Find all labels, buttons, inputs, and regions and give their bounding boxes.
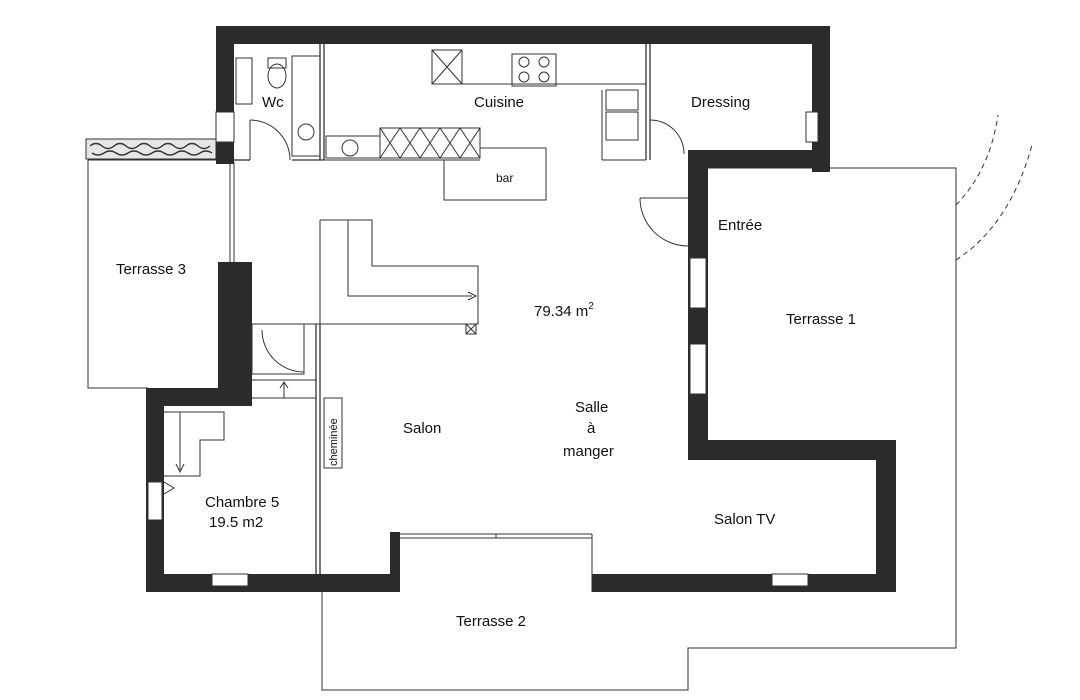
cooktop-icon [511, 53, 557, 87]
cabinet-cross-icon [431, 49, 463, 85]
doors [163, 119, 689, 495]
terrace-outlines [85, 114, 1033, 691]
label-cuisine: Cuisine [474, 94, 524, 111]
stairs [164, 219, 479, 477]
label-wc: Wc [262, 94, 284, 111]
label-main-area: 79.34 m2 [534, 301, 594, 320]
label-main-area-sup: 2 [588, 301, 594, 312]
label-salle-2: à [587, 420, 596, 437]
label-dressing: Dressing [691, 94, 750, 111]
label-salle-3: manger [563, 443, 614, 460]
label-cheminee: cheminée [328, 418, 340, 466]
windows [147, 111, 819, 592]
label-salon-tv: Salon TV [714, 511, 775, 528]
label-terrasse-2: Terrasse 2 [456, 613, 526, 630]
fireplace [323, 397, 343, 469]
label-salle-1: Salle [575, 399, 608, 416]
label-bar: bar [496, 171, 513, 185]
label-terrasse-3: Terrasse 3 [116, 261, 186, 278]
fixtures [235, 49, 646, 469]
label-entree: Entrée [718, 217, 762, 234]
toilet-icon [267, 57, 287, 89]
label-salon: Salon [403, 420, 441, 437]
label-chambre-5: Chambre 5 [205, 494, 279, 511]
room-labels: Wc Cuisine Dressing bar Entrée Terrasse … [116, 94, 856, 630]
label-terrasse-1: Terrasse 1 [786, 311, 856, 328]
label-chambre-5-area: 19.5 m2 [209, 514, 263, 531]
cabinet-row-icon [379, 127, 481, 159]
